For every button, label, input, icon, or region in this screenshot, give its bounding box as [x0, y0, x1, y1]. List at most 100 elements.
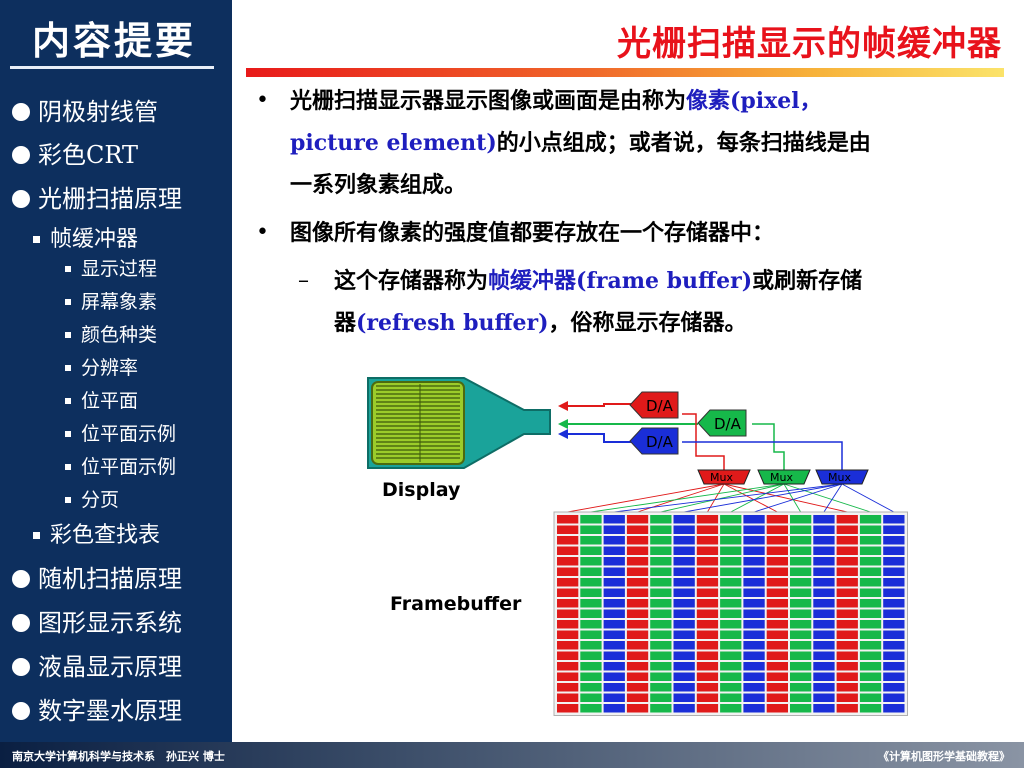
framebuffer-cell — [557, 609, 579, 618]
framebuffer-cell — [766, 662, 788, 671]
sidebar-item-5[interactable]: 显示过程 — [62, 254, 157, 281]
framebuffer-cell — [790, 693, 812, 702]
sidebar-item-14[interactable]: 随机扫描原理 — [12, 559, 182, 594]
sidebar-item-4[interactable]: 帧缓冲器 — [30, 221, 138, 253]
framebuffer-cell — [603, 651, 625, 660]
sidebar-item-label: 光栅扫描原理 — [38, 185, 182, 213]
framebuffer-cell — [673, 693, 695, 702]
square-bullet-icon — [62, 461, 74, 473]
wire-fanout — [730, 483, 785, 513]
sidebar-item-15[interactable]: 图形显示系统 — [12, 603, 182, 638]
framebuffer-cell — [696, 536, 719, 545]
display-label: Display — [382, 479, 461, 501]
framebuffer-cell — [743, 704, 765, 713]
framebuffer-cell — [836, 546, 858, 555]
framebuffer-cell — [580, 567, 602, 576]
sidebar-item-8[interactable]: 分辨率 — [62, 353, 138, 380]
sidebar-item-label: 位平面示例 — [81, 423, 177, 445]
framebuffer-cell — [836, 536, 858, 545]
sidebar-item-label: 分辨率 — [81, 357, 139, 379]
framebuffer-cell — [720, 599, 742, 608]
framebuffer-cell — [603, 578, 625, 587]
framebuffer-cell — [743, 683, 765, 692]
square-bullet-icon — [62, 362, 74, 374]
framebuffer-cell — [580, 515, 602, 524]
sidebar-item-label: 屏幕象素 — [81, 291, 158, 313]
framebuffer-cell — [603, 662, 625, 671]
framebuffer-cell — [557, 536, 579, 545]
sidebar-item-10[interactable]: 位平面示例 — [62, 419, 176, 446]
framebuffer-cell — [859, 557, 882, 566]
square-bullet-icon — [30, 529, 43, 542]
framebuffer-cell — [766, 546, 788, 555]
sidebar-item-2[interactable]: 彩色CRT — [12, 135, 138, 170]
arrow-blue — [558, 429, 568, 439]
framebuffer-cell — [766, 578, 788, 587]
framebuffer-cell — [859, 630, 882, 639]
framebuffer-cell — [650, 609, 672, 618]
wire-fanout — [841, 483, 895, 513]
framebuffer-cell — [720, 515, 742, 524]
framebuffer-cell — [626, 578, 649, 587]
sidebar-item-3[interactable]: 光栅扫描原理 — [12, 179, 182, 214]
framebuffer-cell — [650, 567, 672, 576]
framebuffer-cell — [650, 662, 672, 671]
sub-bullet-highlight: 帧缓冲器(frame buffer) — [488, 268, 753, 294]
sidebar-item-11[interactable]: 位平面示例 — [62, 452, 176, 479]
framebuffer-cell — [626, 651, 649, 660]
sidebar-item-12[interactable]: 分页 — [62, 485, 119, 512]
sidebar-item-9[interactable]: 位平面 — [62, 386, 138, 413]
framebuffer-cell — [790, 672, 812, 681]
framebuffer-cell — [720, 683, 742, 692]
sidebar-item-16[interactable]: 液晶显示原理 — [12, 647, 182, 682]
wire-fanout — [723, 483, 778, 513]
framebuffer-cell — [766, 599, 788, 608]
framebuffer-cell — [790, 620, 812, 629]
framebuffer-cell — [720, 651, 742, 660]
framebuffer-cell — [603, 557, 625, 566]
sidebar-item-13[interactable]: 彩色查找表 — [30, 517, 160, 549]
framebuffer-cell — [743, 567, 765, 576]
framebuffer-cell — [650, 693, 672, 702]
sidebar-item-1[interactable]: 阴极射线管 — [12, 92, 158, 127]
framebuffer-cell — [836, 557, 858, 566]
framebuffer-cell — [673, 588, 695, 597]
framebuffer-cell — [673, 609, 695, 618]
sidebar-item-7[interactable]: 颜色种类 — [62, 320, 157, 347]
framebuffer-cell — [836, 662, 858, 671]
wire-green-mux — [752, 423, 785, 470]
sidebar-divider — [10, 66, 214, 69]
framebuffer-cell — [650, 704, 672, 713]
mux-box — [757, 469, 811, 485]
dac-label: D/A — [714, 415, 742, 433]
framebuffer-cell — [883, 536, 905, 545]
framebuffer-cell — [696, 588, 719, 597]
framebuffer-cell — [766, 651, 788, 660]
framebuffer-cell — [883, 546, 905, 555]
wire-fanout — [660, 483, 785, 513]
framebuffer-cell — [859, 641, 882, 650]
framebuffer-cell — [557, 546, 579, 555]
framebuffer-cell — [580, 536, 602, 545]
footer-author: 南京大学计算机科学与技术系 孙正兴 博士 — [12, 750, 225, 763]
framebuffer-cell — [836, 578, 858, 587]
framebuffer-cell — [743, 651, 765, 660]
framebuffer-cell — [883, 578, 905, 587]
dac-label: D/A — [646, 397, 674, 415]
framebuffer-cell — [696, 557, 719, 566]
framebuffer-cell — [720, 536, 742, 545]
sidebar-item-6[interactable]: 屏幕象素 — [62, 287, 157, 314]
sidebar-item-17[interactable]: 数字墨水原理 — [12, 691, 182, 726]
framebuffer-cell — [859, 599, 882, 608]
framebuffer-cell — [557, 557, 579, 566]
framebuffer-cell — [859, 672, 882, 681]
sidebar-title: 内容提要 — [32, 19, 197, 63]
framebuffer-cell — [673, 683, 695, 692]
framebuffer-cell — [650, 525, 672, 534]
framebuffer-cell — [743, 641, 765, 650]
bullet-1-highlight: 像素(pixel， — [686, 88, 822, 114]
framebuffer-cell — [603, 609, 625, 618]
square-bullet-icon — [62, 263, 74, 275]
